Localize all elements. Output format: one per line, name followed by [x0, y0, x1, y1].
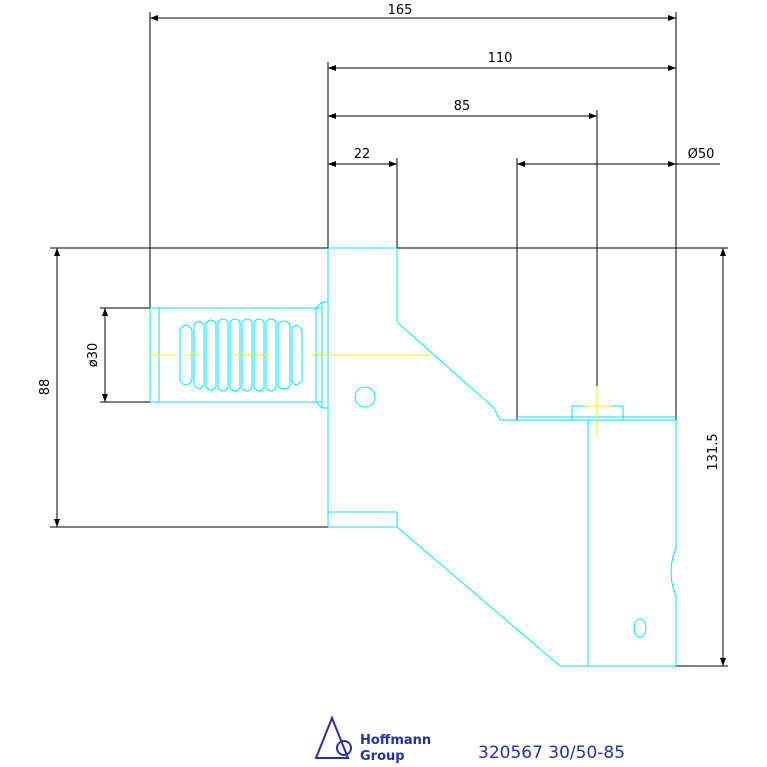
dim-22-label: 22	[354, 147, 371, 162]
dim-30-label: ø30	[86, 343, 101, 368]
part-caption: 320567 30/50-85	[478, 743, 625, 763]
dim-88-label: 88	[38, 379, 53, 396]
logo-line2: Group	[360, 749, 405, 764]
dim-110-label: 110	[488, 51, 513, 66]
dimension-lines	[50, 12, 728, 667]
dim-50-label: Ø50	[688, 147, 715, 162]
dim-131-label: 131.5	[706, 433, 721, 470]
dim-165-label: 165	[388, 3, 413, 18]
hoffmann-group-logo: Hoffmann Group	[314, 715, 431, 764]
logo-line1: Hoffmann	[360, 733, 431, 748]
dim-85-label: 85	[454, 99, 471, 114]
shank-serrations	[179, 318, 303, 392]
centerlines	[150, 354, 610, 436]
